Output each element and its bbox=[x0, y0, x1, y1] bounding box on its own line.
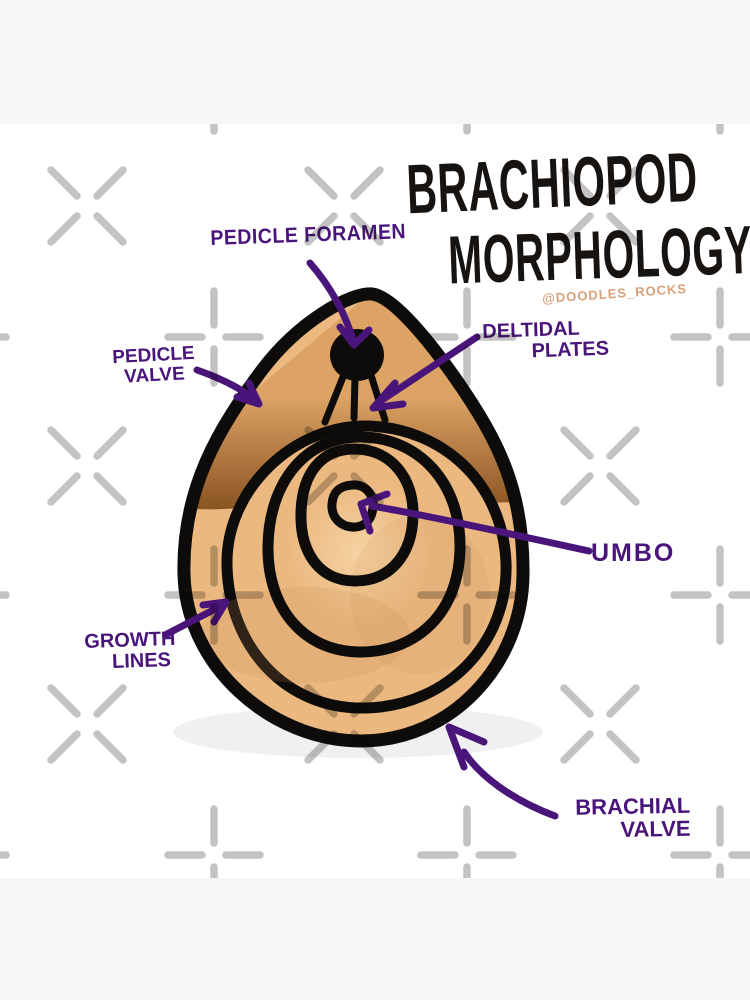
label-growth-lines: GROWTH LINES bbox=[84, 628, 189, 673]
artwork-title-line-2: MORPHOLOGY bbox=[447, 211, 750, 299]
annotation-arrows bbox=[163, 259, 593, 820]
deltidal-plates-arrow bbox=[378, 333, 481, 404]
deltidial-plate-lines bbox=[321, 368, 389, 426]
bottom-margin-band bbox=[0, 878, 750, 1000]
pedicle-foramen-dot bbox=[330, 329, 384, 381]
brachial-valve-arrowhead bbox=[445, 723, 488, 771]
label-umbo: UMBO bbox=[591, 539, 676, 567]
label-growth-lines-line1: GROWTH bbox=[83, 627, 176, 653]
pedicle-foramen-arrowhead bbox=[336, 323, 373, 349]
label-deltidal-plates: DELTIDAL PLATES bbox=[482, 318, 609, 364]
top-margin-band bbox=[0, 0, 750, 124]
umbo-arrow bbox=[368, 502, 593, 555]
deltidal-plates-arrowhead bbox=[369, 379, 407, 412]
label-brachial-valve-line2: VALVE bbox=[620, 815, 691, 842]
pedicle-valve-arrowhead bbox=[233, 379, 263, 408]
label-growth-lines-line2: LINES bbox=[111, 648, 172, 673]
label-pedicle-valve: PEDICLE VALVE bbox=[97, 343, 211, 388]
growth-ring-middle bbox=[262, 431, 466, 658]
label-brachial-valve: BRACHIAL VALVE bbox=[562, 793, 691, 843]
pedicle-foramen-arrow bbox=[306, 259, 357, 344]
brachial-valve-arrow bbox=[460, 748, 559, 820]
pedicle-valve-arrow bbox=[193, 366, 258, 403]
